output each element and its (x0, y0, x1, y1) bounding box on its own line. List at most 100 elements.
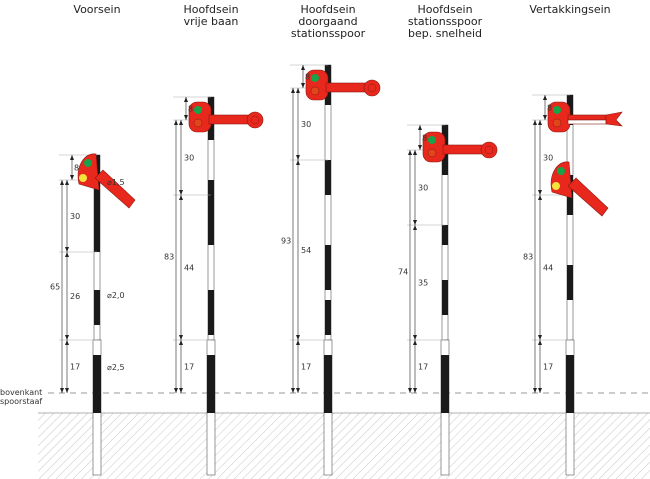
total-height-label: 74 (398, 268, 408, 277)
dimension-label: 8 (305, 73, 310, 82)
dimension-label: 17 (543, 363, 553, 372)
yellow-lens-icon (79, 174, 87, 182)
dimension-label: 44 (184, 264, 194, 273)
label-line: bovenkant (0, 388, 43, 397)
arrowhead (60, 180, 64, 185)
arrowhead (65, 388, 69, 393)
dimension-label: 44 (543, 264, 553, 273)
dimension-label: 8 (422, 134, 427, 143)
arrowhead (538, 190, 542, 195)
distant-signal-disc (550, 161, 609, 217)
arrowhead (538, 120, 542, 125)
total-height-label: 83 (164, 253, 174, 262)
green-lens-icon (428, 136, 436, 144)
signal-arm (547, 101, 623, 133)
arm-end-disc (480, 141, 498, 159)
arrowhead (418, 125, 422, 130)
title-line: Hoofdsein (183, 3, 239, 16)
arrowhead (179, 388, 183, 393)
title-line: Vertakkingsein (529, 3, 611, 16)
arrow-tip-icon (605, 111, 623, 127)
diameter-label: ⌀2,0 (107, 291, 125, 300)
arrowhead (296, 88, 300, 93)
total-height-label: 93 (281, 237, 291, 246)
arrowhead (65, 247, 69, 252)
arrowhead (296, 335, 300, 340)
arrowhead (291, 88, 295, 93)
title-line: doorgaand (298, 15, 358, 28)
arm-end-disc (363, 79, 381, 97)
arrowhead (418, 145, 422, 150)
total-height-label: 65 (50, 283, 60, 292)
arrowhead (301, 83, 305, 88)
red-lens-icon (427, 148, 437, 158)
dimension-label: 17 (301, 363, 311, 372)
signal-arm (305, 69, 381, 101)
arrowhead (65, 180, 69, 185)
arm-blade (567, 114, 607, 121)
arm-blade (94, 169, 136, 209)
arm-blade-white (567, 119, 607, 125)
arrowhead (413, 225, 417, 230)
arrowhead (65, 340, 69, 345)
arrowhead (408, 150, 412, 155)
green-lens-icon (84, 159, 92, 167)
arrowhead (413, 150, 417, 155)
arm-end-ring (367, 83, 377, 93)
arrowhead (174, 120, 178, 125)
pole-black-band (94, 155, 100, 252)
arrowhead (543, 115, 547, 120)
title-line: stationsspoor (290, 27, 366, 40)
arrowhead (296, 160, 300, 165)
dimension-label: 30 (418, 184, 428, 193)
title-line: Voorsein (73, 3, 121, 16)
pole-black-band (324, 355, 332, 413)
title-line: vrije baan (183, 15, 239, 28)
yellow-lens-icon (552, 182, 560, 190)
dimension-label: 26 (70, 292, 80, 301)
pole-black-band (208, 180, 214, 245)
pole-black-band (325, 160, 331, 195)
arrowhead (533, 120, 537, 125)
green-lens-icon (194, 106, 202, 114)
dimension-label: 17 (418, 363, 428, 372)
arm-blade (442, 144, 486, 155)
dimension-label: 35 (418, 279, 428, 288)
arrowhead (65, 252, 69, 257)
pole-black-band (94, 290, 100, 325)
dimension-label: 30 (184, 154, 194, 163)
title-line: stationsspoor (407, 15, 483, 28)
arrowhead (301, 65, 305, 70)
arrowhead (296, 340, 300, 345)
diameter-label: ⌀2,5 (107, 363, 125, 372)
pole-black-band (567, 265, 573, 300)
dimension-label: 30 (70, 212, 80, 221)
arm-blade (567, 177, 609, 217)
arrowhead (179, 340, 183, 345)
arrowhead (538, 195, 542, 200)
dimension-label: 17 (184, 363, 194, 372)
arm-blade (208, 114, 252, 125)
dimension-label: 30 (543, 154, 553, 163)
arrowhead (533, 388, 537, 393)
pole-black-band (325, 245, 331, 290)
dimension-label: 17 (70, 363, 80, 372)
arrowhead (291, 388, 295, 393)
arm-end-ring (250, 115, 260, 125)
pole-black-band (442, 280, 448, 315)
arrowhead (179, 335, 183, 340)
pole-black-band (93, 355, 101, 413)
distant-signal-disc (77, 153, 136, 209)
arrowhead (413, 220, 417, 225)
arrowhead (296, 155, 300, 160)
pole-black-band (325, 300, 331, 335)
title-voorsein: Voorsein (27, 4, 167, 16)
arrowhead (184, 115, 188, 120)
